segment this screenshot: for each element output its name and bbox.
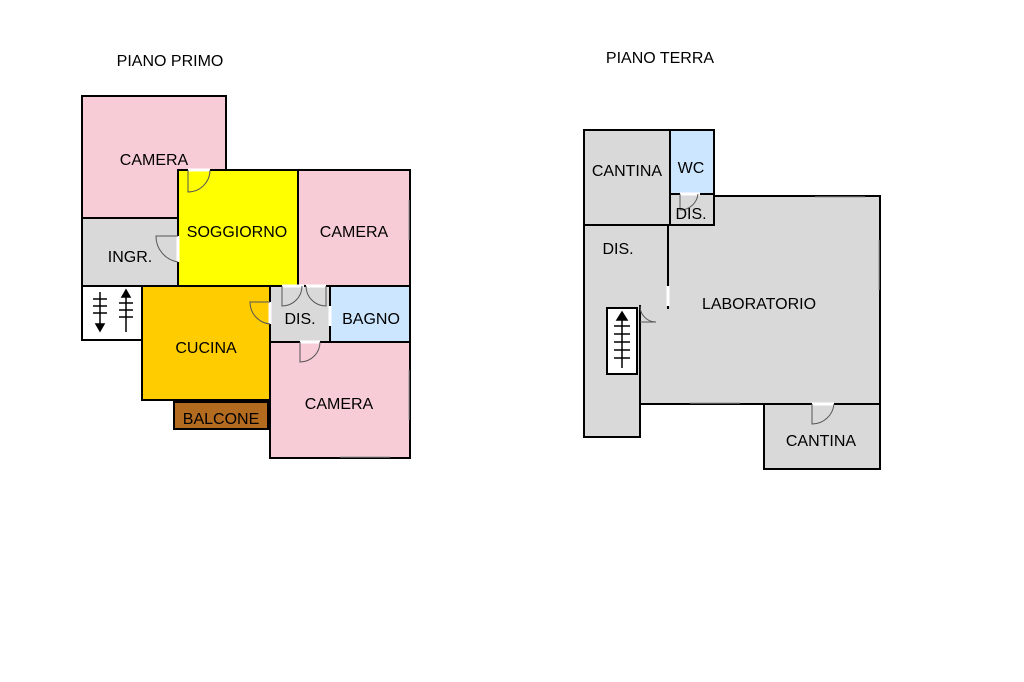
room-balcone — [173, 401, 269, 430]
room-camera-right — [297, 169, 411, 287]
room-cantina-bottom — [763, 403, 881, 470]
room-wc — [669, 129, 715, 195]
label-camera-right: CAMERA — [320, 224, 389, 241]
label-cantina-bottom: CANTINA — [786, 433, 857, 450]
label-ingresso: INGR. — [108, 249, 152, 266]
stairs-up-down-icon — [93, 288, 133, 333]
window-marks-first — [340, 200, 410, 458]
room-ingresso — [81, 217, 179, 287]
door-openings-first — [176, 168, 332, 344]
label-laboratorio: LABORATORIO — [702, 296, 816, 313]
stairs-box-first — [81, 285, 143, 341]
room-camera-bottom — [269, 341, 411, 459]
window-marks-ground — [690, 196, 880, 404]
label-camera-bottom: CAMERA — [305, 396, 374, 413]
door-swings-first — [155, 169, 327, 363]
door-swings-ground — [639, 193, 835, 425]
room-disimpegno-small — [669, 193, 715, 226]
label-disimpegno-first: DIS. — [284, 311, 315, 328]
door-openings-ground — [666, 192, 834, 406]
label-bagno: BAGNO — [342, 311, 400, 328]
label-cucina: CUCINA — [175, 340, 237, 357]
label-cantina-left: CANTINA — [592, 163, 663, 180]
label-disimpegno-ground: DIS. — [602, 241, 633, 258]
label-camera-top: CAMERA — [120, 152, 189, 169]
room-cucina — [141, 285, 271, 401]
room-cantina-left — [583, 129, 671, 226]
room-disimpegno-ground — [583, 224, 669, 309]
label-disimpegno-small: DIS. — [675, 206, 706, 223]
label-balcone: BALCONE — [183, 411, 259, 428]
stairs-up-icon — [614, 310, 630, 368]
label-wc: WC — [678, 160, 705, 177]
merge-fill-lab — [641, 300, 667, 400]
label-soggiorno: SOGGIORNO — [187, 224, 287, 241]
floor-title-ground: PIANO TERRA — [606, 50, 715, 67]
floor-title-first: PIANO PRIMO — [117, 53, 224, 70]
